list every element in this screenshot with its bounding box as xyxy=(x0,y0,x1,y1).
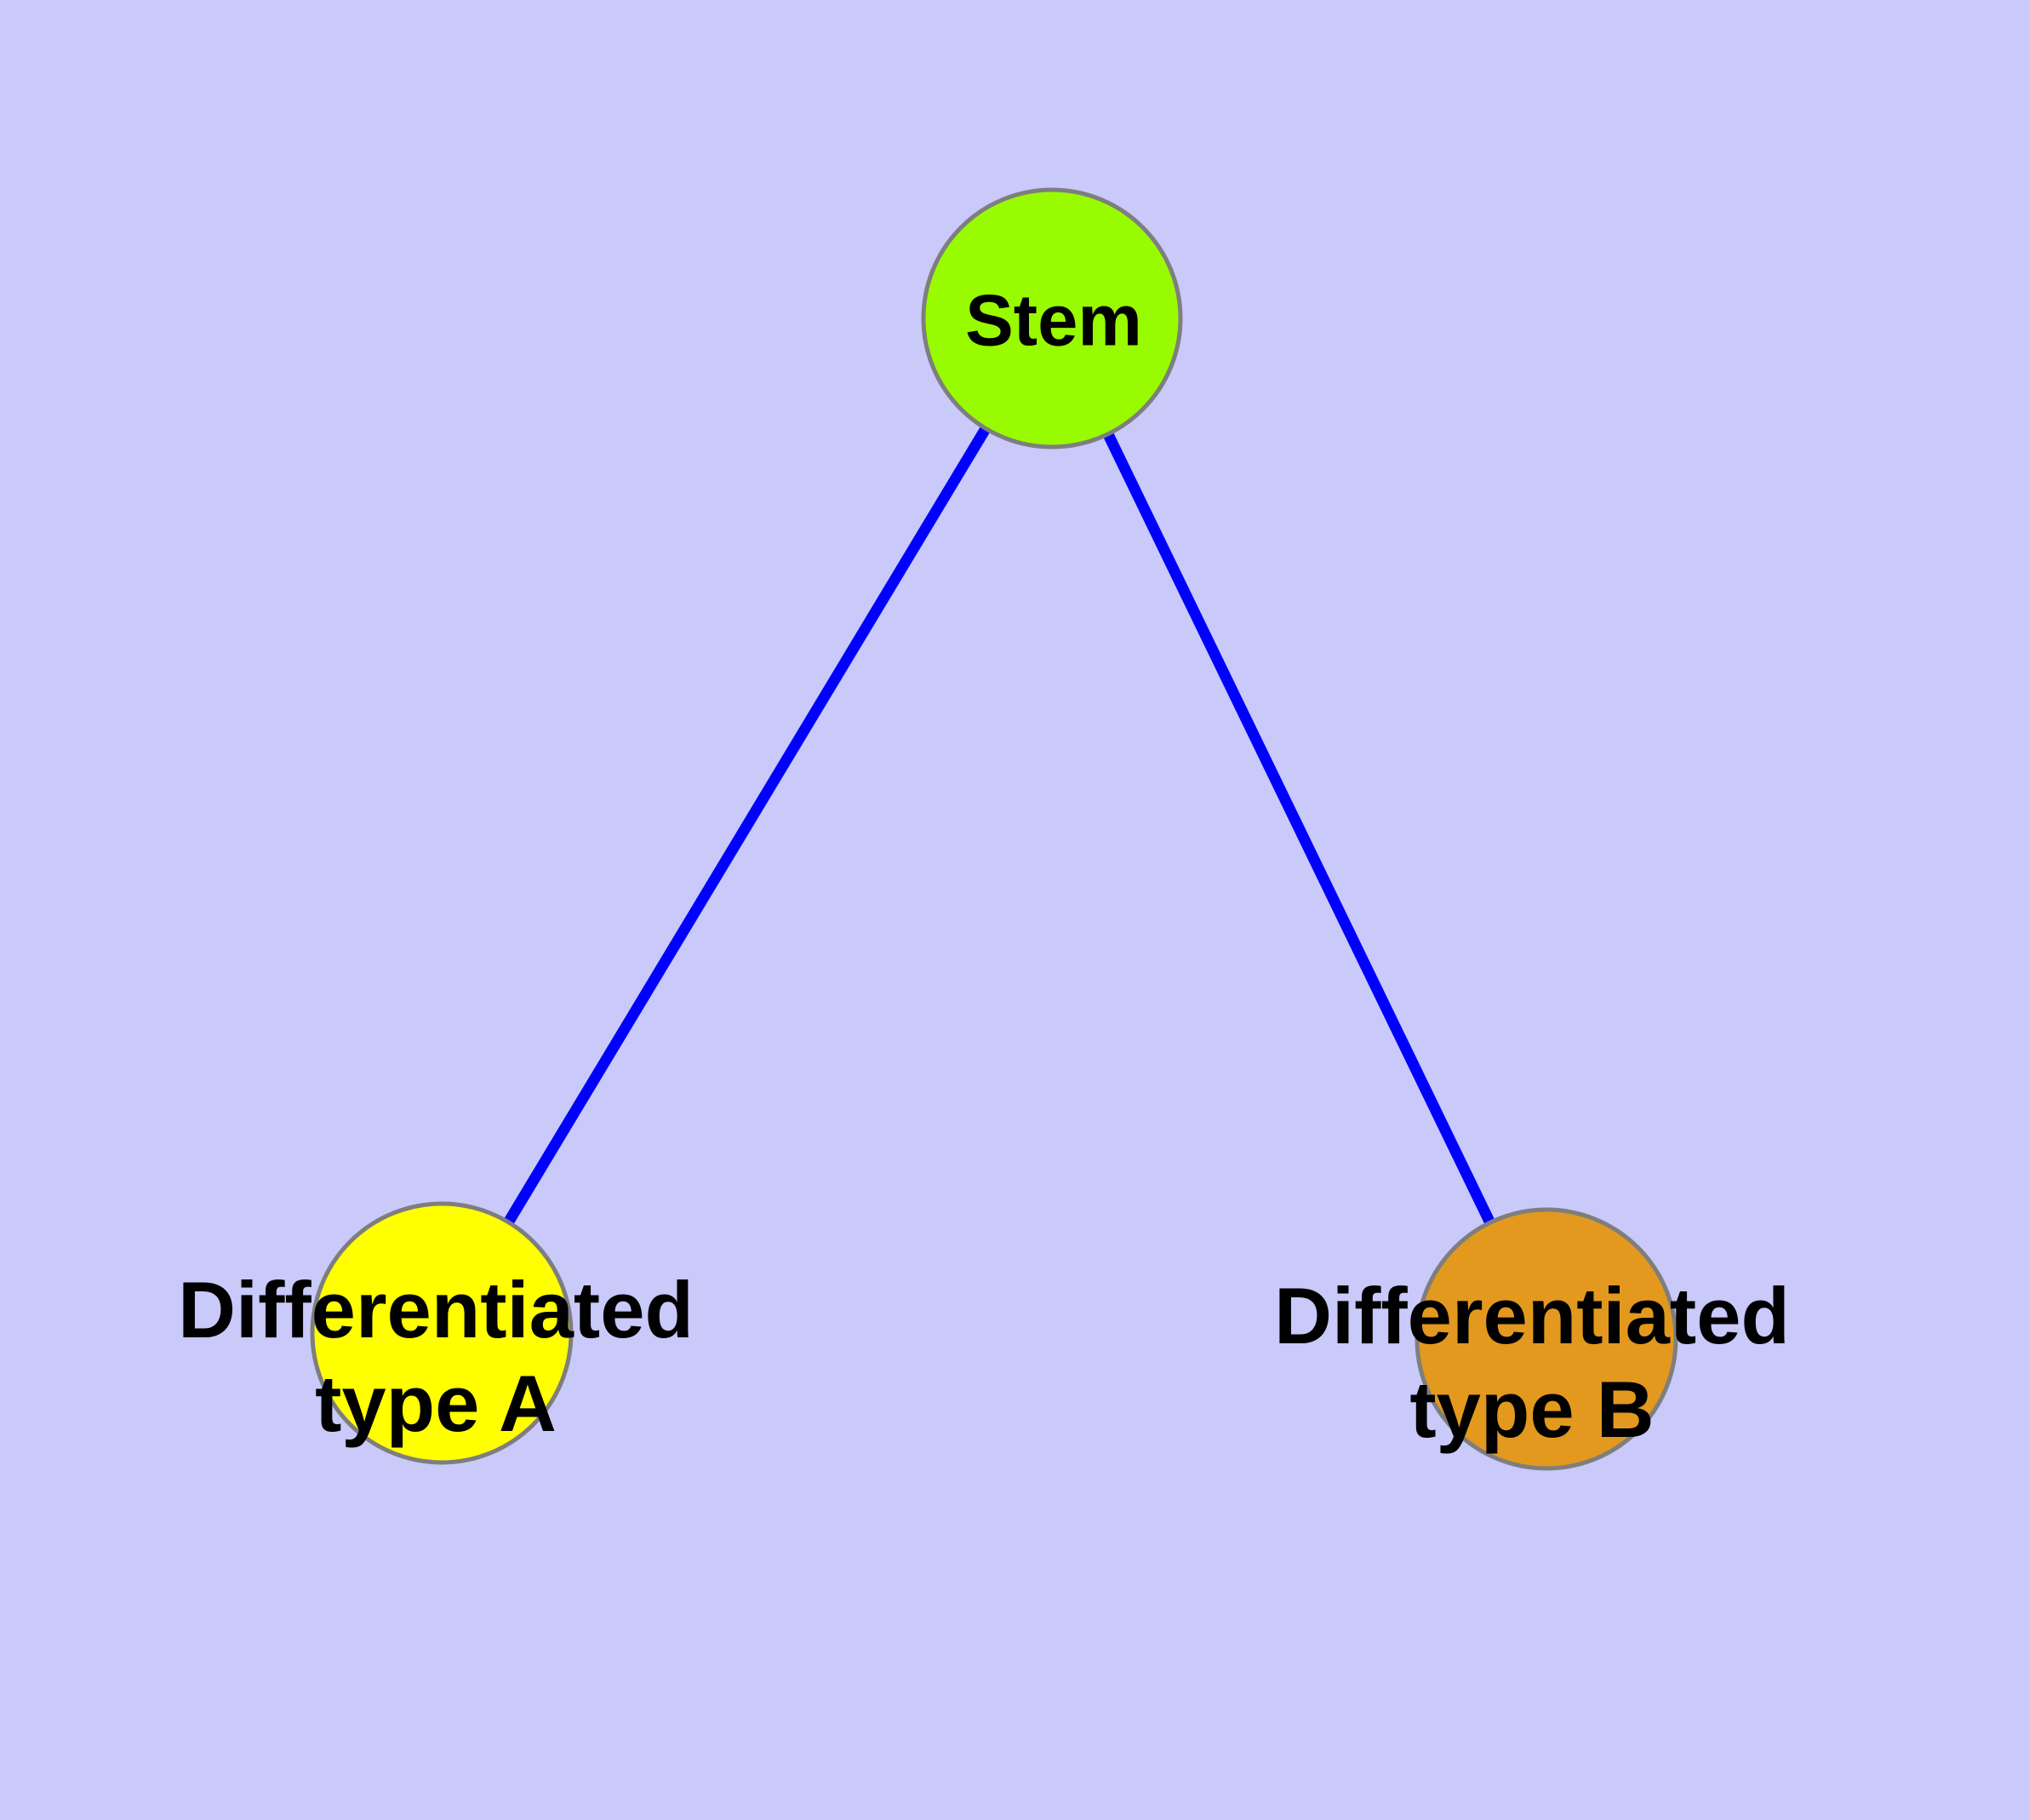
stem-node-label: Stem xyxy=(965,280,1142,362)
edge-stem-to-type-b xyxy=(1047,316,1552,1342)
type-a-node xyxy=(310,1201,574,1465)
stem-node xyxy=(921,187,1183,449)
type-b-node xyxy=(1415,1207,1678,1471)
type-b-node-label: Differentiated type B xyxy=(1274,1271,1790,1454)
edge-stem-to-type-a xyxy=(437,315,1057,1336)
type-a-node-label: Differentiated type A xyxy=(178,1265,694,1448)
